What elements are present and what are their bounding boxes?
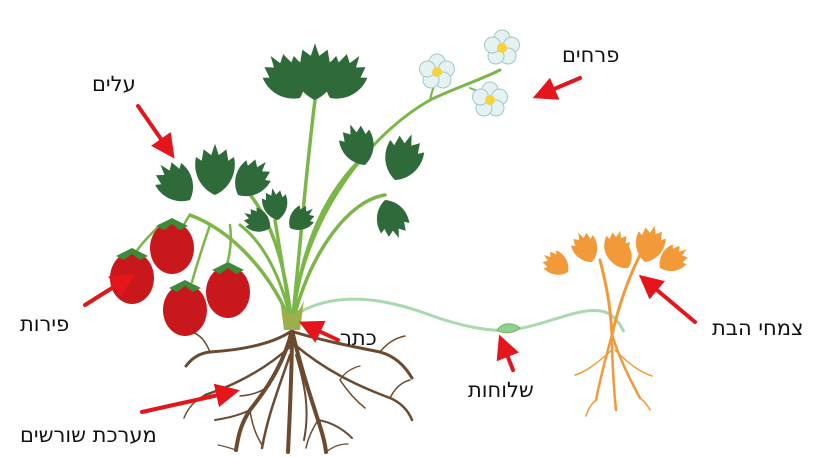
flowers bbox=[420, 30, 520, 116]
label-daughter-plant: צמחי הבת bbox=[712, 318, 803, 339]
arrow-runners bbox=[502, 342, 513, 370]
label-crown: כתר bbox=[340, 328, 377, 349]
label-flowers: פרחים bbox=[562, 45, 619, 66]
arrow-daughter-plant bbox=[645, 280, 695, 322]
root-system bbox=[184, 330, 412, 452]
arrow-leaves bbox=[138, 106, 170, 152]
arrow-flowers bbox=[540, 78, 580, 95]
leaves bbox=[147, 43, 429, 243]
label-fruits: פירות bbox=[20, 314, 69, 335]
label-runners: שלוחות bbox=[468, 380, 534, 401]
label-root-system: מערכת שורשים bbox=[20, 425, 157, 446]
arrow-root-system bbox=[142, 392, 232, 412]
label-leaves: עלים bbox=[92, 74, 136, 95]
